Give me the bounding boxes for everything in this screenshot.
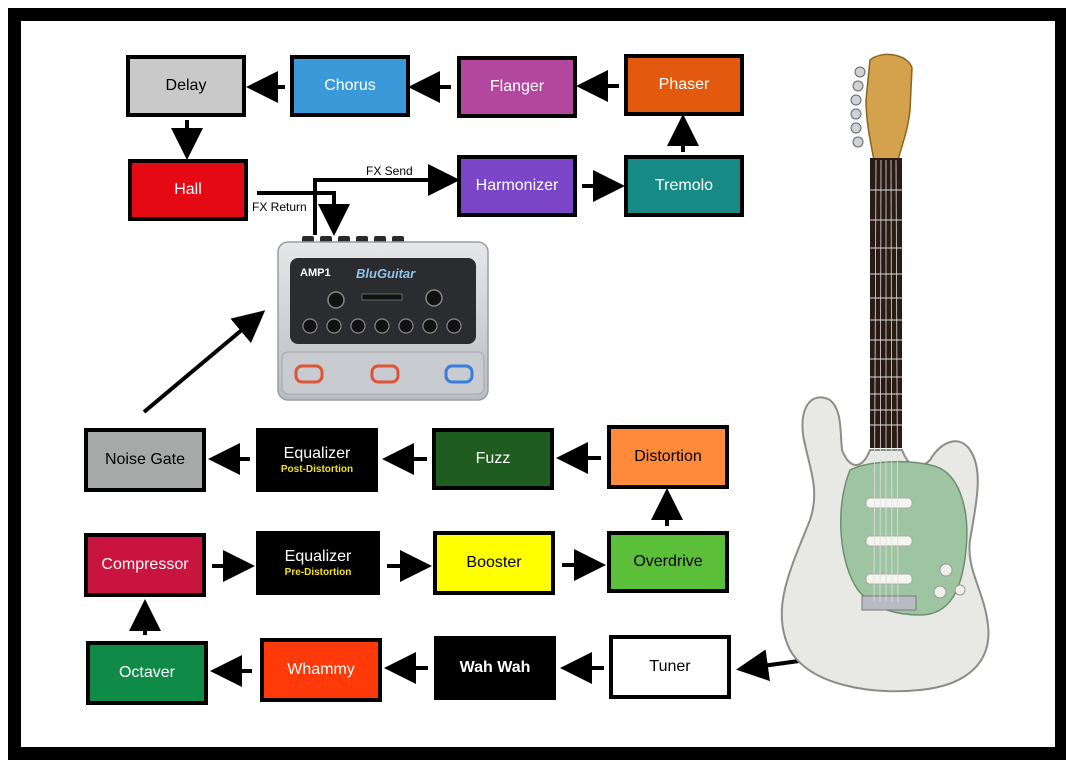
fx-return-label: FX Return [252, 200, 307, 214]
arrow-noisegate-amp [142, 310, 266, 414]
node-whammy-label: Whammy [287, 661, 355, 679]
node-equalizer-pre-sublabel: Pre-Distortion [284, 567, 352, 579]
node-distortion-label: Distortion [634, 448, 702, 466]
node-equalizer-pre: Equalizer Pre-Distortion [256, 531, 380, 595]
node-wah-wah: Wah Wah [434, 636, 556, 700]
node-equalizer-post-sublabel: Post-Distortion [280, 464, 354, 476]
node-phaser-label: Phaser [658, 76, 710, 94]
node-equalizer-post: Equalizer Post-Distortion [256, 428, 378, 492]
node-hall-label: Hall [174, 181, 202, 199]
node-harmonizer: Harmonizer [457, 155, 577, 217]
node-distortion: Distortion [607, 425, 729, 489]
node-fuzz-label: Fuzz [475, 450, 511, 468]
amp-model-text: AMP1 [300, 267, 331, 279]
node-overdrive: Overdrive [607, 531, 729, 593]
node-octaver-label: Octaver [118, 664, 175, 682]
electric-guitar-graphic [780, 53, 990, 693]
amp-pedal-graphic: AMP1 BluGuitar [277, 236, 489, 401]
node-compressor: Compressor [84, 533, 206, 597]
node-chorus: Chorus [290, 55, 410, 117]
node-tuner-label: Tuner [649, 658, 691, 676]
arrow-fx-send [313, 164, 460, 235]
node-equalizer-post-label: Equalizer [283, 444, 351, 462]
node-flanger-label: Flanger [489, 78, 545, 96]
node-phaser: Phaser [624, 54, 744, 116]
electric-guitar-image [770, 50, 1000, 700]
amp-brand-text: BluGuitar [356, 266, 416, 281]
node-tremolo: Tremolo [624, 155, 744, 217]
node-hall: Hall [128, 159, 248, 221]
node-booster-label: Booster [466, 554, 522, 572]
node-compressor-label: Compressor [101, 556, 189, 574]
node-booster: Booster [433, 531, 555, 595]
node-whammy: Whammy [260, 638, 382, 702]
node-wah-wah-label: Wah Wah [459, 659, 531, 677]
node-fuzz: Fuzz [432, 428, 554, 490]
node-delay: Delay [126, 55, 246, 117]
node-octaver: Octaver [86, 641, 208, 705]
node-overdrive-label: Overdrive [633, 553, 703, 571]
node-tuner: Tuner [609, 635, 731, 699]
node-equalizer-pre-label: Equalizer [284, 547, 352, 565]
node-flanger: Flanger [457, 56, 577, 118]
node-chorus-label: Chorus [324, 77, 376, 95]
node-noise-gate-label: Noise Gate [104, 451, 186, 469]
amp-pedal-image: AMP1 BluGuitar [276, 234, 490, 402]
fx-send-label: FX Send [366, 164, 413, 178]
node-noise-gate: Noise Gate [84, 428, 206, 492]
arrow-fx-return [257, 191, 350, 236]
node-tremolo-label: Tremolo [654, 177, 714, 195]
node-harmonizer-label: Harmonizer [475, 177, 559, 195]
node-delay-label: Delay [165, 77, 207, 95]
